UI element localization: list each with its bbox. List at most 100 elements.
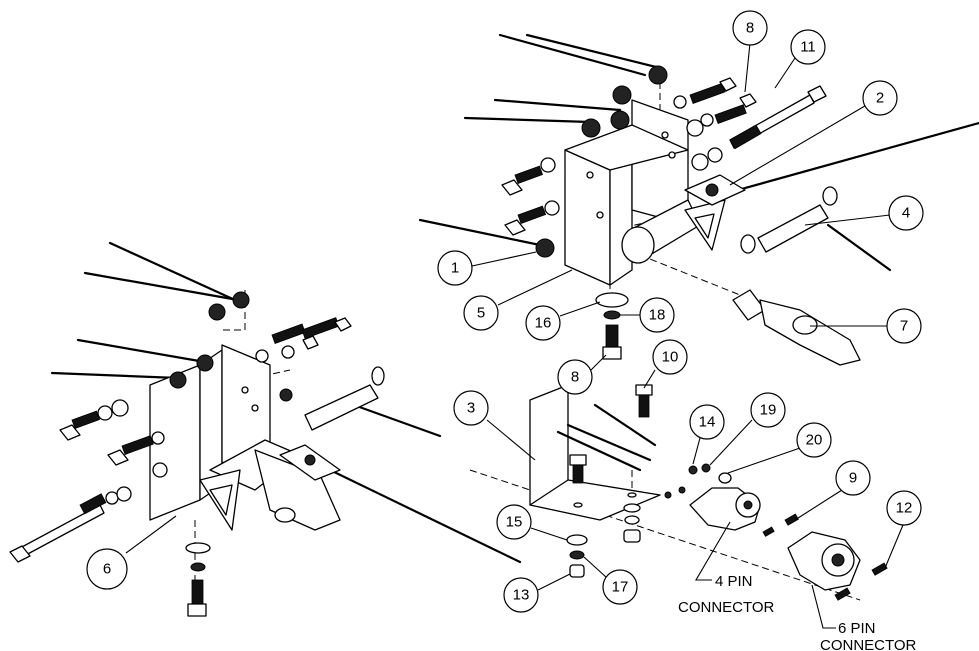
washer-20: [718, 472, 732, 484]
rod: [76, 338, 207, 364]
bolt-hole: [596, 211, 604, 219]
balloon-1: [437, 250, 473, 286]
balloon-4: [888, 195, 924, 231]
screw: [834, 587, 851, 601]
screw-12: [871, 562, 888, 576]
rod: [463, 116, 592, 124]
bolt-hole: [668, 151, 676, 159]
washer-15: [566, 534, 588, 546]
balloon-label-16: 16: [535, 315, 552, 332]
leader-line: [590, 354, 607, 371]
right-exploded-view: [418, 33, 979, 601]
balloon-8-top: [732, 10, 768, 46]
washer: [691, 153, 709, 171]
lock-washer-18: [603, 310, 621, 320]
washer: [707, 147, 723, 163]
balloon-9: [835, 460, 871, 496]
balloon-5: [463, 295, 499, 331]
clevis-ring: [792, 315, 818, 335]
lock-washer-19: [701, 463, 711, 473]
leader-line: [729, 102, 871, 186]
balloon-8-lower: [557, 359, 593, 395]
nut: [610, 110, 630, 130]
leader-line: [486, 419, 536, 461]
nut: [623, 529, 641, 543]
leader-line: [583, 556, 608, 579]
bolt-head: [504, 219, 526, 236]
hitch-pin: [304, 384, 379, 431]
balloon-20: [796, 422, 832, 458]
washer: [540, 157, 556, 173]
bolt: [71, 410, 101, 429]
leader-line: [125, 515, 177, 554]
bolt: [191, 579, 204, 605]
six-pin-label-line2: CONNECTOR: [820, 637, 917, 651]
washer: [740, 234, 756, 254]
nut: [648, 65, 668, 85]
balloon-2: [862, 80, 898, 116]
leader-line: [727, 447, 801, 474]
leader-line: [692, 437, 701, 465]
leader-line: [811, 584, 836, 629]
balloon-18: [639, 297, 675, 333]
nut: [208, 303, 226, 321]
thread: [79, 493, 107, 515]
connector-callouts: 4 PIN CONNECTOR 6 PIN CONNECTOR: [678, 521, 917, 651]
bolt-hole: [152, 462, 168, 478]
balloon-15: [496, 504, 532, 540]
nut: [279, 388, 293, 402]
washer-16: [595, 292, 629, 308]
leader-line: [695, 521, 731, 581]
bolt-hole: [627, 492, 637, 498]
rod: [556, 430, 642, 472]
bolt-hole: [573, 502, 583, 508]
washer: [185, 542, 211, 554]
thread: [729, 124, 762, 150]
bolt-hole: [241, 386, 249, 394]
balloon-label-9: 9: [849, 470, 857, 487]
nut: [304, 454, 316, 466]
nut: [232, 291, 250, 309]
four-pin-label-line1: 4 PIN: [715, 573, 753, 590]
bolt-head: [602, 346, 622, 360]
bolt-hole: [661, 131, 669, 139]
balloon-label-2: 2: [876, 90, 884, 107]
bolt: [605, 324, 619, 348]
balloon-label-19: 19: [760, 402, 777, 419]
balloon-label-3: 3: [467, 400, 475, 417]
balloon-callouts: 8 11 2 4 1 5 16 18 7: [437, 10, 924, 613]
balloon-17: [602, 569, 638, 605]
screw-9: [784, 513, 799, 526]
bolt-head-10: [635, 384, 653, 396]
washer: [371, 366, 385, 386]
leader-line: [884, 524, 904, 569]
bolt-head: [719, 77, 737, 92]
bolt-head: [739, 93, 757, 108]
balloon-14: [689, 404, 725, 440]
six-pin-label-line1: 6 PIN: [838, 620, 876, 637]
washer: [151, 431, 165, 445]
rod: [593, 403, 657, 447]
balloon-label-11: 11: [800, 39, 816, 56]
rod: [83, 271, 240, 302]
rod: [718, 121, 979, 197]
washer: [673, 95, 687, 109]
bracket-5-side: [609, 154, 633, 286]
balloon-6: [86, 548, 128, 590]
bolt: [638, 394, 650, 418]
bolt-head: [334, 317, 352, 332]
leader-line: [471, 251, 537, 267]
bracket-5-front: [564, 149, 611, 286]
nut-13: [569, 564, 585, 578]
connector-pin: [743, 500, 753, 510]
rod: [418, 218, 542, 247]
nut: [535, 238, 555, 258]
leader-line: [497, 269, 573, 306]
bolt: [517, 205, 547, 224]
bolt-head: [501, 179, 523, 196]
balloon-13: [503, 577, 539, 613]
plate-bracket-3-base: [529, 479, 661, 521]
leader-line: [537, 573, 571, 591]
rod: [525, 33, 662, 70]
